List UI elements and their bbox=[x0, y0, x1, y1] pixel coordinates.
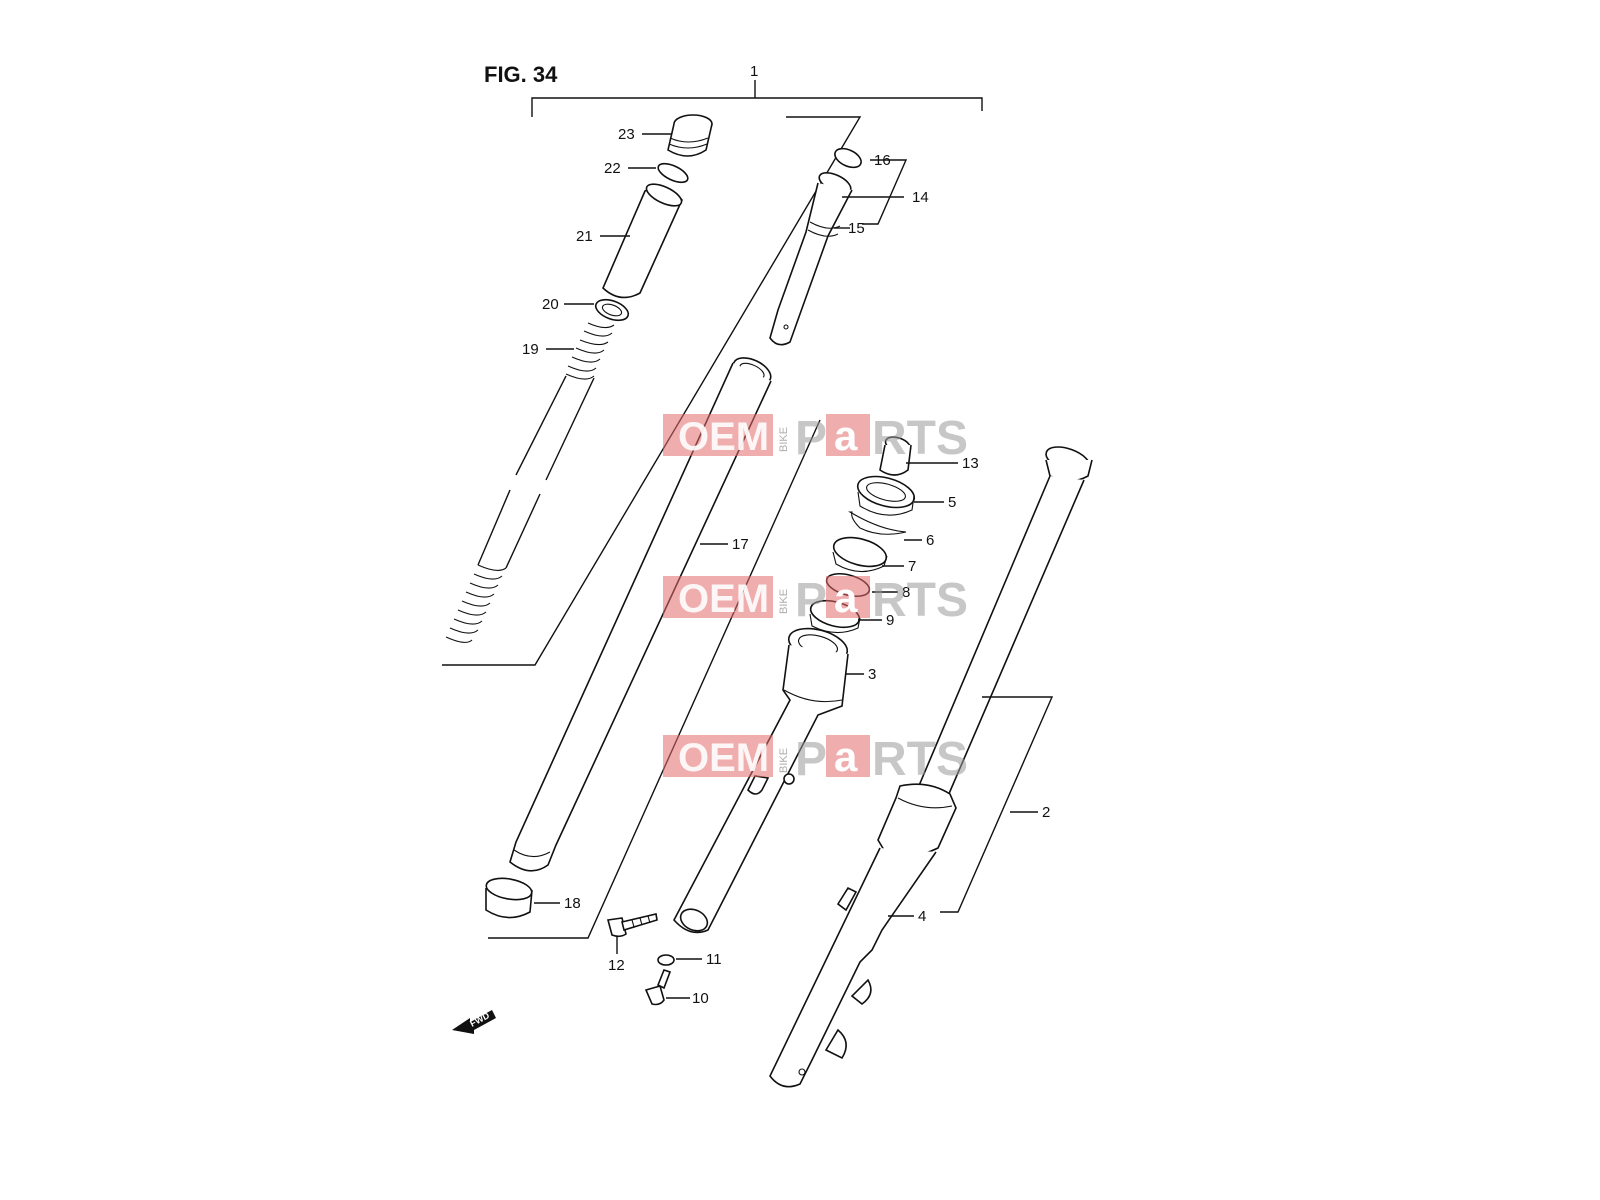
callout-19: 19 bbox=[522, 341, 539, 358]
outer-fork-tube-left bbox=[673, 627, 849, 934]
dust-seal-cap bbox=[879, 436, 912, 476]
callout-4: 4 bbox=[918, 908, 926, 925]
oil-seal bbox=[832, 536, 888, 573]
callout-22: 22 bbox=[604, 160, 621, 177]
callout-14: 14 bbox=[912, 189, 929, 206]
o-ring bbox=[657, 162, 689, 184]
leader-lines bbox=[534, 133, 1038, 999]
watermark-middle: OEM BIKE P a RTS bbox=[663, 574, 968, 627]
cap-bolt bbox=[667, 114, 713, 157]
stopper-ring bbox=[848, 511, 907, 535]
svg-text:RTS: RTS bbox=[872, 412, 968, 465]
spacer-tube bbox=[602, 183, 683, 299]
callout-8: 8 bbox=[902, 584, 910, 601]
forward-direction-arrow: FWD bbox=[452, 1010, 496, 1034]
svg-text:BIKE: BIKE bbox=[778, 427, 790, 452]
callout-12: 12 bbox=[608, 957, 625, 974]
callout-labels: 1 2 3 4 5 6 7 8 9 10 11 12 13 14 15 16 1… bbox=[522, 63, 1050, 1007]
right-fork-leg bbox=[769, 446, 1093, 1088]
svg-text:RTS: RTS bbox=[872, 574, 968, 627]
callout-17: 17 bbox=[732, 536, 749, 553]
assembly-bracket bbox=[531, 80, 983, 117]
spring-seat-washer bbox=[594, 298, 630, 322]
inner-fork-tube bbox=[509, 357, 772, 872]
watermark-bottom: OEM BIKE P a RTS bbox=[663, 733, 968, 786]
callout-10: 10 bbox=[692, 990, 709, 1007]
callout-3: 3 bbox=[868, 666, 876, 683]
svg-text:BIKE: BIKE bbox=[778, 589, 790, 614]
svg-text:P: P bbox=[795, 733, 827, 786]
callout-bracket-14 bbox=[862, 159, 908, 225]
callout-23: 23 bbox=[618, 126, 635, 143]
gasket bbox=[657, 954, 675, 966]
svg-text:OEM: OEM bbox=[678, 577, 769, 621]
callout-21: 21 bbox=[576, 228, 593, 245]
svg-text:OEM: OEM bbox=[678, 415, 769, 459]
svg-text:a: a bbox=[834, 733, 858, 780]
svg-text:BIKE: BIKE bbox=[778, 748, 790, 773]
callout-2: 2 bbox=[1042, 804, 1050, 821]
guide-bushing bbox=[485, 877, 533, 919]
damper-ring bbox=[834, 147, 862, 169]
group-outline-left bbox=[442, 116, 862, 666]
callout-13: 13 bbox=[962, 455, 979, 472]
callout-18: 18 bbox=[564, 895, 581, 912]
callout-bracket-2 bbox=[940, 696, 1054, 913]
callout-7: 7 bbox=[908, 558, 916, 575]
callout-20: 20 bbox=[542, 296, 559, 313]
callout-5: 5 bbox=[948, 494, 956, 511]
callout-11: 11 bbox=[706, 951, 722, 968]
callout-15: 15 bbox=[848, 220, 865, 237]
damper-bolt bbox=[606, 913, 658, 938]
fork-spring bbox=[445, 322, 615, 643]
svg-text:OEM: OEM bbox=[678, 736, 769, 780]
dust-seal bbox=[856, 475, 916, 516]
callout-16: 16 bbox=[874, 152, 891, 169]
svg-text:P: P bbox=[795, 574, 827, 627]
callout-6: 6 bbox=[926, 532, 934, 549]
drain-screw bbox=[644, 969, 672, 1006]
watermark-top: OEM BIKE P a RTS bbox=[663, 412, 968, 465]
svg-text:RTS: RTS bbox=[872, 733, 968, 786]
svg-text:a: a bbox=[834, 412, 858, 459]
svg-text:a: a bbox=[834, 574, 858, 621]
figure-title: FIG. 34 bbox=[484, 62, 558, 87]
callout-1: 1 bbox=[750, 63, 758, 80]
damper-rod bbox=[769, 171, 853, 346]
callout-9: 9 bbox=[886, 612, 894, 629]
svg-text:P: P bbox=[795, 412, 827, 465]
